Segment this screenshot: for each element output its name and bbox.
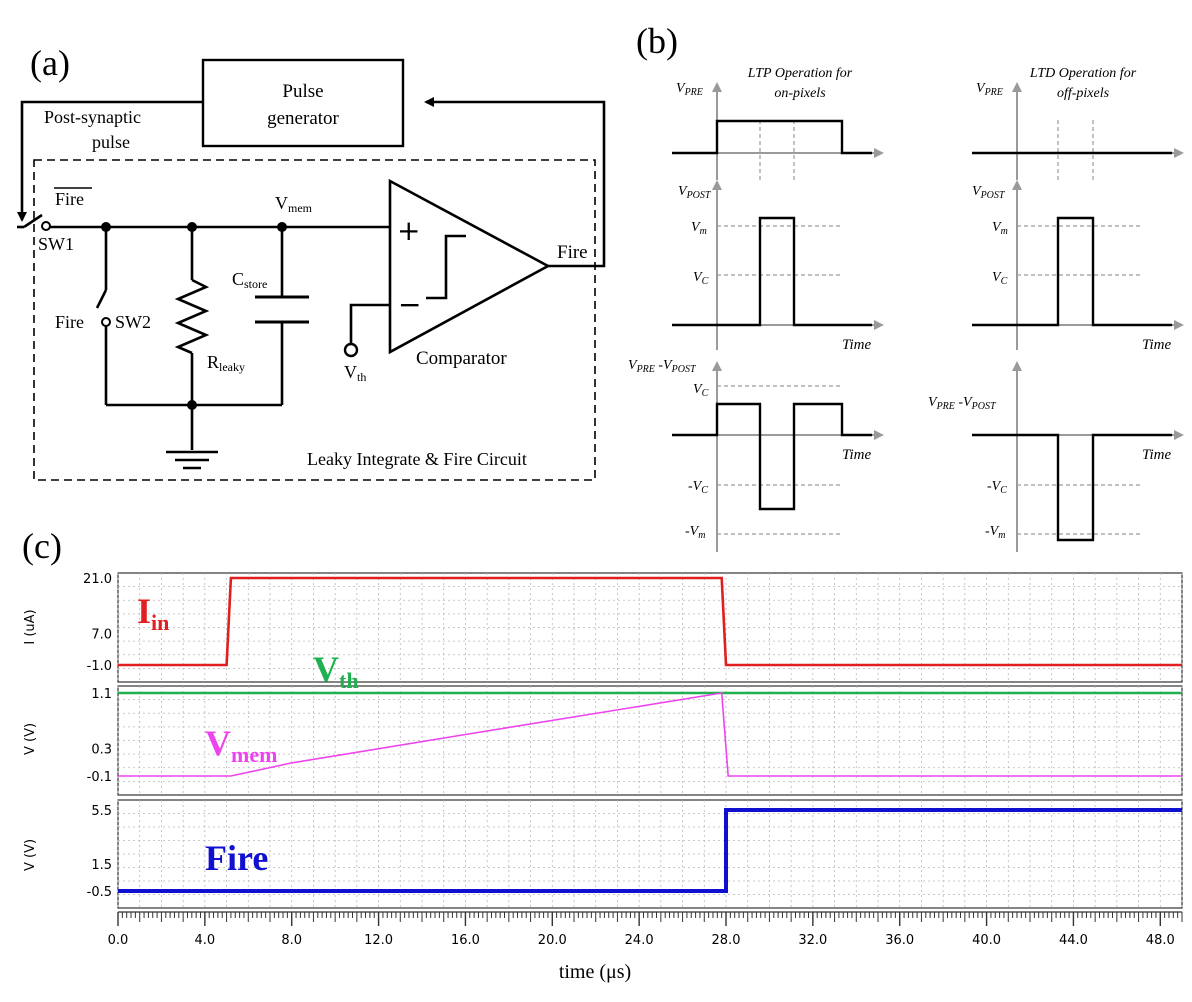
sw2-contact bbox=[101, 317, 111, 327]
ltd-negvm-label: -Vm bbox=[985, 524, 1005, 541]
panel-a-circuit: (a) Pulse generator Post-synaptic pulse … bbox=[17, 43, 606, 481]
sw1-blade bbox=[23, 213, 43, 229]
iin-label: Iin bbox=[137, 591, 169, 635]
fire-sw2-label: Fire bbox=[55, 312, 84, 332]
pulse-generator-label-1: Pulse bbox=[282, 81, 323, 102]
lif-dashed-box bbox=[33, 159, 596, 481]
vth-wire bbox=[349, 303, 390, 344]
x-tick-label: 20.0 bbox=[538, 933, 567, 948]
x-tick-label: 44.0 bbox=[1059, 933, 1088, 948]
plot-1-ylabel: V (V) bbox=[23, 723, 38, 755]
panel-c-simulation: (c) 21.0 7.0 -1.0 I (uA) 1.1 0.3 -0.1 V (V) 5.5 1… bbox=[22, 526, 1183, 983]
ltd-vm-label: Vm bbox=[992, 220, 1008, 237]
ltp-negvc-label: -VC bbox=[688, 479, 708, 496]
x-tick-label: 28.0 bbox=[712, 933, 741, 948]
plot-0-ytick-label: -1.0 bbox=[87, 659, 112, 674]
rleaky-label: Rleaky bbox=[207, 352, 245, 374]
x-tick-label: 36.0 bbox=[885, 933, 914, 948]
x-tick-label: 40.0 bbox=[972, 933, 1001, 948]
ltd-time-label-2: Time bbox=[1142, 447, 1172, 463]
pulse-generator-box bbox=[201, 58, 405, 148]
fire-bar-label: Fire bbox=[55, 189, 84, 209]
x-tick-label: 0.0 bbox=[108, 933, 129, 948]
plot-0-ytick-label: 21.0 bbox=[83, 572, 112, 587]
ltp-vc-label: VC bbox=[693, 270, 709, 287]
series-fire bbox=[118, 808, 1182, 893]
ltp-title-1: LTP Operation for bbox=[747, 66, 853, 81]
pulse-generator-label-2: generator bbox=[267, 108, 339, 129]
plot-1-ytick-label: 0.3 bbox=[91, 742, 112, 757]
series-i-in bbox=[118, 576, 1182, 667]
comparator-plus: + bbox=[397, 214, 420, 247]
ltd-time-label-1: Time bbox=[1142, 337, 1172, 353]
vmem-sim-label: Vmem bbox=[205, 723, 277, 767]
ltp-title-2: on-pixels bbox=[774, 86, 826, 101]
plot-2-ytick-label: 5.5 bbox=[91, 804, 112, 819]
plot-0-ylabel: I (uA) bbox=[23, 609, 38, 644]
x-tick-label: 4.0 bbox=[195, 933, 216, 948]
ltp-time-label-1: Time bbox=[842, 337, 872, 353]
ltp-diff-vc-label: VC bbox=[693, 382, 709, 399]
ltp-negvm-label: -Vm bbox=[685, 524, 705, 541]
plot-0-ytick-label: 7.0 bbox=[91, 627, 112, 642]
ltp-vpre-signal bbox=[672, 119, 872, 155]
sw1-contact bbox=[41, 221, 51, 231]
vmem-node-label: Vmem bbox=[275, 193, 313, 215]
ltd-vpost-label: VPOST bbox=[972, 184, 1006, 201]
ltd-vpre-label: VPRE bbox=[976, 81, 1003, 98]
x-axis-title: time (μs) bbox=[559, 961, 631, 983]
ltd-title-1: LTD Operation for bbox=[1029, 66, 1137, 81]
ltp-diff-label: VPRE -VPOST bbox=[628, 358, 697, 375]
hysteresis-symbol bbox=[426, 234, 466, 300]
series-v-mem bbox=[118, 692, 1182, 777]
sw1-label: SW1 bbox=[38, 234, 74, 254]
ltp-vm-label: Vm bbox=[691, 220, 707, 237]
vth-terminal bbox=[343, 342, 359, 358]
x-tick-label: 24.0 bbox=[625, 933, 654, 948]
ltd-vpost-signal bbox=[972, 216, 1172, 327]
post-synaptic-label-1: Post-synaptic bbox=[44, 107, 141, 127]
vth-sim-label: Vth bbox=[313, 649, 359, 693]
x-tick-label: 48.0 bbox=[1146, 933, 1175, 948]
x-tick-label: 12.0 bbox=[364, 933, 393, 948]
panel-b-label: (b) bbox=[636, 21, 678, 61]
x-tick-label: 8.0 bbox=[281, 933, 302, 948]
ltp-vpost-signal bbox=[672, 216, 872, 327]
ltp-vpre-label: VPRE bbox=[676, 81, 703, 98]
simulation-plots: 21.0 7.0 -1.0 I (uA) 1.1 0.3 -0.1 V (V) 5.5 1.5 -0… bbox=[23, 572, 1183, 948]
feedback-wire bbox=[424, 97, 606, 268]
plot-1-ytick-label: -0.1 bbox=[87, 770, 112, 785]
fire-sim-label: Fire bbox=[205, 838, 268, 878]
x-tick-label: 16.0 bbox=[451, 933, 480, 948]
post-synaptic-wire bbox=[17, 100, 203, 222]
ltd-diff-signal bbox=[972, 433, 1172, 542]
panel-b-waveforms: (b) LTP Operation for on-pixels LTD Oper… bbox=[628, 21, 1184, 552]
comparator-triangle bbox=[388, 178, 551, 355]
fire-output-label: Fire bbox=[557, 242, 588, 263]
comparator-minus: − bbox=[398, 288, 421, 321]
plot-1-ytick-label: 1.1 bbox=[91, 687, 112, 702]
lif-circuit-label: Leaky Integrate & Fire Circuit bbox=[307, 449, 527, 469]
sw2-label: SW2 bbox=[115, 312, 151, 332]
ltd-diff-label: VPRE -VPOST bbox=[928, 395, 997, 412]
plot-2-ylabel: V (V) bbox=[23, 839, 38, 871]
plot-2-ytick-label: -0.5 bbox=[87, 885, 112, 900]
comparator-label: Comparator bbox=[416, 348, 507, 369]
ltp-time-label-2: Time bbox=[842, 447, 872, 463]
x-tick-label: 32.0 bbox=[798, 933, 827, 948]
ltd-vc-label: VC bbox=[992, 270, 1008, 287]
sw2-blade bbox=[95, 289, 108, 309]
vth-label: Vth bbox=[344, 362, 366, 384]
panel-a-label: (a) bbox=[30, 43, 70, 83]
ltd-negvc-label: -VC bbox=[987, 479, 1007, 496]
ltd-title-2: off-pixels bbox=[1057, 86, 1110, 101]
plot-2-ytick-label: 1.5 bbox=[91, 858, 112, 873]
resistor-zigzag bbox=[174, 278, 210, 355]
panel-c-label: (c) bbox=[22, 526, 62, 566]
post-synaptic-label-2: pulse bbox=[92, 132, 130, 152]
ltp-vpost-label: VPOST bbox=[678, 184, 712, 201]
cstore-label: Cstore bbox=[232, 269, 267, 291]
ltp-diff-signal bbox=[672, 402, 872, 511]
